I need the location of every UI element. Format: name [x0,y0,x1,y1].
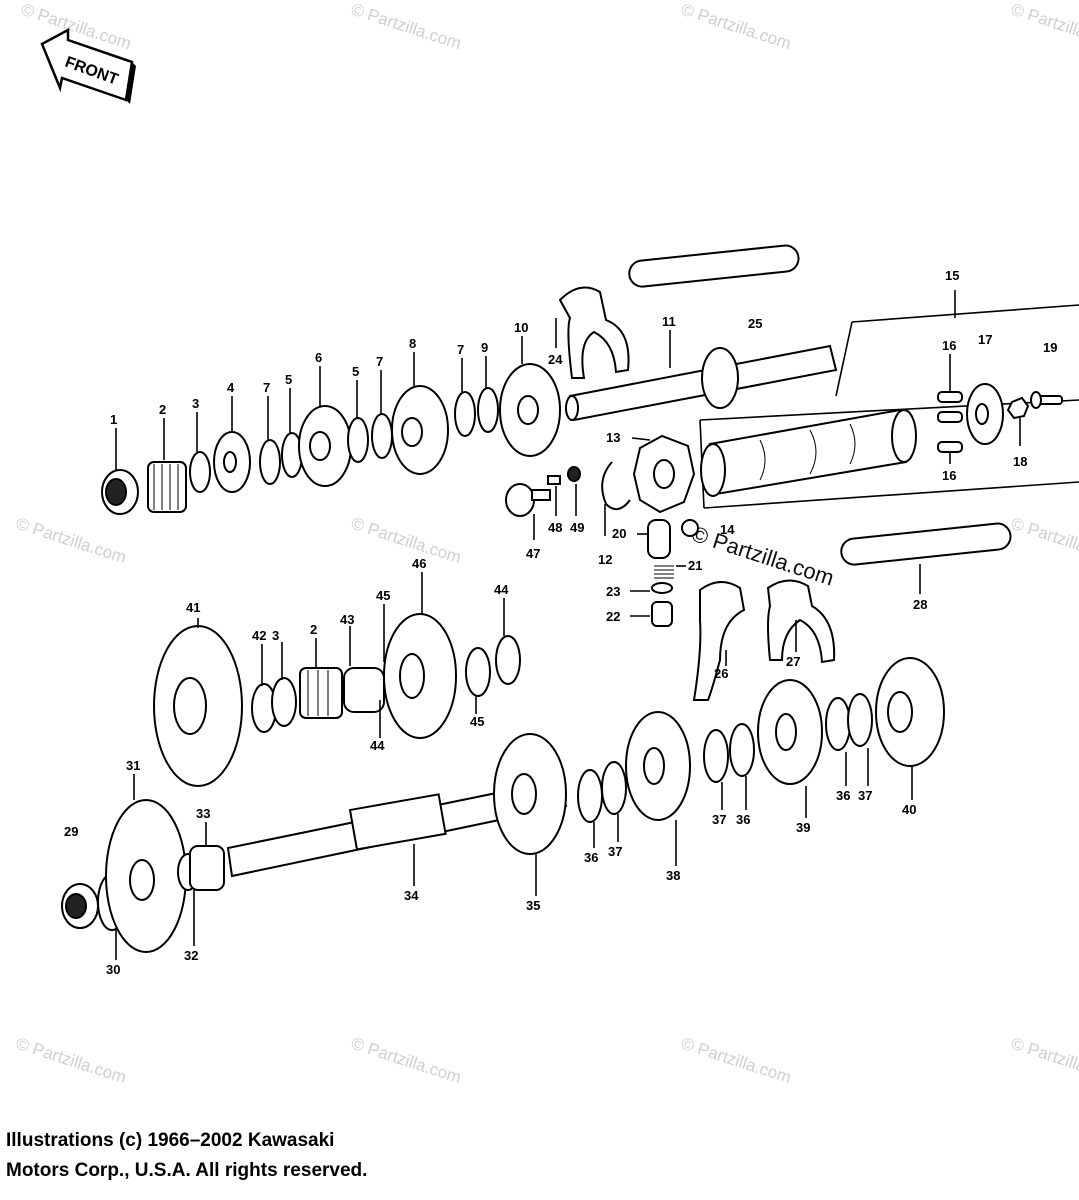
callout-45: 45 [470,714,484,729]
callout-6: 6 [315,350,322,365]
callout-17: 17 [978,332,992,347]
callout-49: 49 [570,520,584,535]
copyright-notice: Illustrations (c) 1966–2002 Kawasaki Mot… [6,1126,367,1186]
callout-7: 7 [376,354,383,369]
callout-4: 4 [227,380,235,395]
copyright-line-2: Motors Corp., U.S.A. All rights reserved… [6,1160,368,1181]
watermark: © Partzilla.com [349,0,464,53]
watermark: © Partzilla.com [349,514,464,567]
leader-lines [115,318,1021,960]
detent-parts [505,466,1012,701]
callout-18: 18 [1013,454,1027,469]
callout-7: 7 [457,342,464,357]
lower-shaft-parts [61,657,945,953]
callout-33: 33 [196,806,210,821]
watermark: © Partzilla.com [14,1034,129,1087]
callout-47: 47 [526,546,540,561]
callout-45: 45 [376,588,390,603]
callout-32: 32 [184,948,198,963]
watermark: © Partzilla.com [1009,1034,1079,1087]
callout-37: 37 [608,844,622,859]
callout-28: 28 [913,597,927,612]
callout-16: 16 [942,468,956,483]
callout-46: 46 [412,556,426,571]
callout-16: 16 [942,338,956,353]
callout-36: 36 [736,812,750,827]
callout-40: 40 [902,802,916,817]
callout-26: 26 [714,666,728,681]
callout-2: 2 [159,402,166,417]
watermark: © Partzilla.com [679,1034,794,1087]
callout-37: 37 [712,812,726,827]
callout-7: 7 [263,380,270,395]
callout-10: 10 [514,320,528,335]
callout-37: 37 [858,788,872,803]
front-arrow-icon: FRONT [40,27,136,104]
callout-8: 8 [409,336,416,351]
callout-44: 44 [370,738,385,753]
callout-25: 25 [748,316,762,331]
callout-5: 5 [352,364,359,379]
callout-41: 41 [186,600,200,615]
callout-36: 36 [584,850,598,865]
callout-20: 20 [612,526,626,541]
callout-24: 24 [548,352,563,367]
callout-22: 22 [606,609,620,624]
callout-42: 42 [252,628,266,643]
callout-35: 35 [526,898,540,913]
callout-3: 3 [272,628,279,643]
callout-15: 15 [945,268,959,283]
watermark: © Partzilla.com [1009,0,1079,53]
callout-13: 13 [606,430,620,445]
callout-27: 27 [786,654,800,669]
callout-3: 3 [192,396,199,411]
callout-14: 14 [720,522,735,537]
callout-38: 38 [666,868,680,883]
callout-34: 34 [404,888,419,903]
callout-12: 12 [598,552,612,567]
middle-gear-parts [153,613,521,787]
watermark: © Partzilla.com [14,514,129,567]
callout-19: 19 [1043,340,1057,355]
callout-11: 11 [662,314,676,329]
callout-23: 23 [606,584,620,599]
callout-48: 48 [548,520,562,535]
upper-shaft-parts [101,244,838,515]
callout-44: 44 [494,582,509,597]
watermark: © Partzilla.com [1009,514,1079,567]
callout-1: 1 [110,412,117,427]
callout-39: 39 [796,820,810,835]
shift-drum-parts [601,383,1063,514]
watermark: © Partzilla.com [679,0,794,53]
callout-9: 9 [481,340,488,355]
callout-5: 5 [285,372,292,387]
copyright-line-1: Illustrations (c) 1966–2002 Kawasaki [6,1130,335,1151]
callout-21: 21 [688,558,702,573]
watermark: © Partzilla.com [349,1034,464,1087]
callout-2: 2 [310,622,317,637]
callout-labels: 1 2 3 4 7 5 6 5 7 8 7 9 10 11 24 25 15 1… [64,268,1057,977]
callout-29: 29 [64,824,78,839]
callout-31: 31 [126,758,140,773]
watermark-center: © Partzilla.com [688,521,837,591]
callout-43: 43 [340,612,354,627]
callout-30: 30 [106,962,120,977]
callout-36: 36 [836,788,850,803]
